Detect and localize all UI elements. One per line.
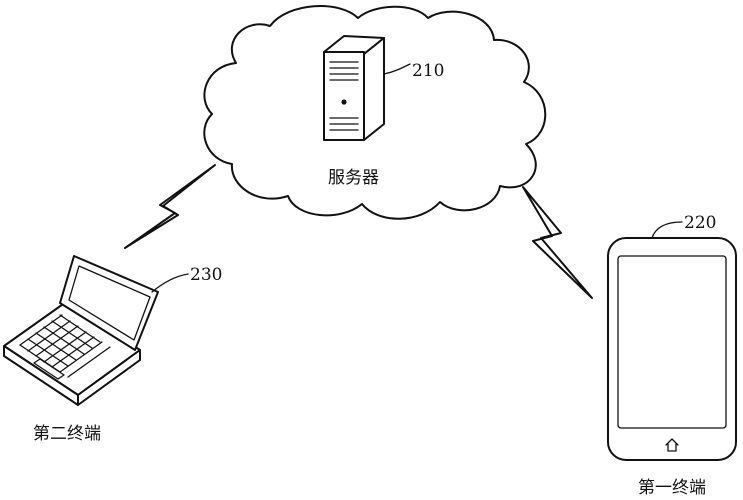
first-terminal-ref-leader <box>651 221 683 239</box>
smartphone-icon <box>607 237 737 461</box>
first-terminal-caption: 第一终端 <box>638 478 706 498</box>
first-terminal-ref: 220 <box>684 213 716 233</box>
cloud-icon <box>203 5 547 220</box>
second-terminal-ref-leader <box>151 273 189 293</box>
server-ref: 210 <box>412 61 444 81</box>
server-ref-leader <box>383 63 411 75</box>
lightning-icon <box>522 186 593 299</box>
server-caption: 服务器 <box>328 168 379 188</box>
second-terminal-caption: 第二终端 <box>33 424 101 444</box>
laptop-icon <box>3 255 159 406</box>
second-terminal-ref: 230 <box>190 265 222 285</box>
server-icon <box>323 35 385 141</box>
lightning-icon <box>124 164 216 249</box>
